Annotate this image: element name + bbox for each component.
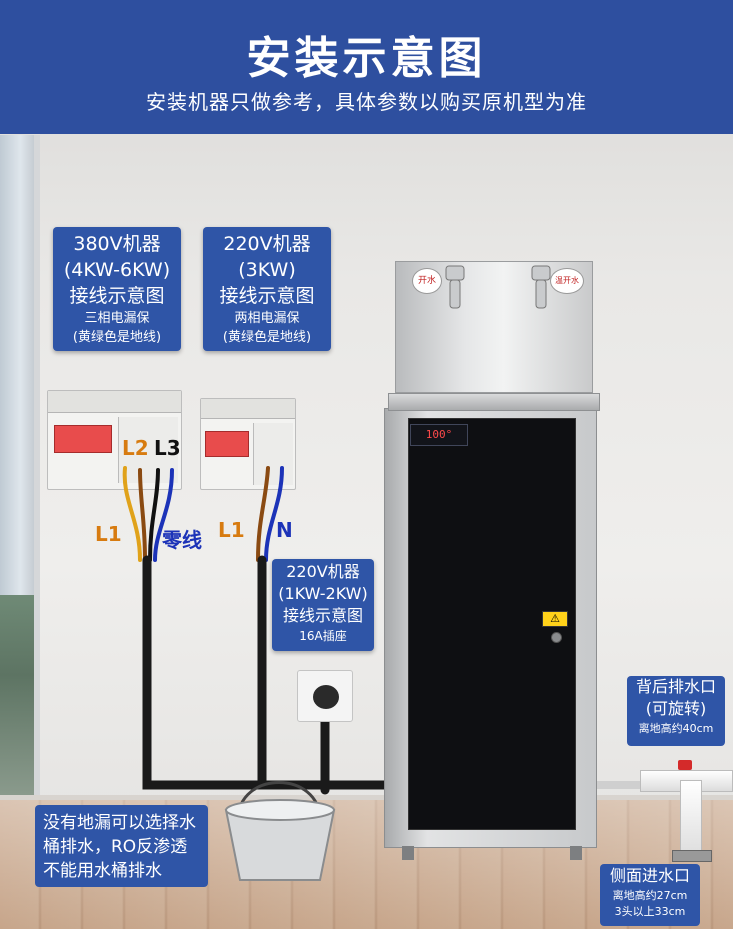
label-l2: L2: [122, 436, 149, 460]
breaker-2phase-switch: [205, 431, 249, 457]
wire-l1-380v: [122, 466, 142, 562]
panel-220v-3kw-line1: 220V机器: [223, 233, 311, 255]
breaker-2phase-module: [253, 423, 293, 485]
side-inlet-height2: 3头以上33cm: [614, 905, 686, 918]
breaker-3phase: [47, 390, 182, 490]
wall-socket: [297, 670, 353, 722]
page-subtitle: 安装机器只做参考，具体参数以购买原机型为准: [146, 90, 587, 114]
water-taps: [445, 265, 551, 309]
tap-left-icon: [445, 265, 465, 309]
side-inlet-title: 侧面进水口: [609, 866, 690, 885]
label-l1-220v: L1: [218, 518, 245, 542]
dispenser-drip-tray: [388, 393, 600, 411]
breaker-3phase-switch: [54, 425, 112, 453]
tap-right-icon: [531, 265, 551, 309]
panel-220v-3kw: 220V机器 (3KW) 接线示意图 两相电漏保 (黄绿色是地线): [203, 227, 331, 351]
socket-hole: [313, 685, 339, 709]
side-inlet-note: 侧面进水口 离地高约27cm 3头以上33cm: [600, 864, 700, 926]
window-view: [0, 595, 34, 795]
panel-220v-small-line2: (1KW-2KW): [278, 584, 368, 603]
window: [0, 135, 40, 815]
header-banner: 安装示意图 安装机器只做参考，具体参数以购买原机型为准: [0, 0, 733, 134]
dispenser-foot-right: [570, 846, 582, 860]
breaker-2phase-terminals: [201, 399, 295, 419]
tap-right-label: 温开水: [550, 268, 584, 294]
temperature-display: 100°: [410, 424, 468, 446]
back-drain-sub: (可旋转): [645, 699, 707, 718]
label-l3: L3: [154, 436, 181, 460]
breaker-3phase-terminals: [48, 391, 181, 413]
panel-380v-line1: 380V机器: [73, 233, 161, 255]
panel-220v-small-line3: 接线示意图: [282, 606, 363, 625]
back-drain-title: 背后排水口: [635, 677, 716, 696]
label-n: N: [276, 518, 293, 542]
breaker-3phase-module: [118, 417, 178, 483]
side-inlet-height1: 离地高约27cm: [612, 889, 688, 902]
bucket-drain-note: 没有地漏可以选择水桶排水，RO反渗透不能用水桶排水: [35, 805, 208, 887]
panel-380v-line2: (4KW-6KW): [63, 259, 171, 281]
cable-380v: [142, 555, 390, 790]
panel-220v-small-line4: 16A插座: [299, 629, 347, 643]
back-drain-note: 背后排水口 (可旋转) 离地高约40cm: [627, 676, 725, 746]
baseboard: [0, 795, 733, 803]
wire-l2-380v: [138, 468, 147, 562]
wire-l1-220v: [256, 466, 270, 562]
label-neutral: 零线: [162, 528, 202, 552]
bucket-icon: [224, 781, 336, 881]
panel-380v-line3: 接线示意图: [69, 285, 165, 307]
floor-drain: [672, 850, 712, 862]
panel-220v-3kw-line3: 接线示意图: [219, 285, 315, 307]
wire-l3-380v: [148, 468, 160, 562]
panel-220v-small-line1: 220V机器: [286, 562, 360, 581]
dispenser-foot-left: [402, 846, 414, 860]
panel-380v-line4: 三相电漏保: [84, 311, 150, 326]
panel-220v-3kw-line5: (黄绿色是地线): [222, 330, 312, 345]
valve-icon: [678, 760, 692, 770]
panel-380v-line5: (黄绿色是地线): [72, 330, 162, 345]
tap-left-label: 开水: [412, 268, 442, 294]
label-l1-380v: L1: [95, 522, 122, 546]
back-drain-height: 离地高约40cm: [638, 722, 714, 735]
page-title: 安装示意图: [246, 33, 487, 84]
panel-380v: 380V机器 (4KW-6KW) 接线示意图 三相电漏保 (黄绿色是地线): [53, 227, 181, 351]
panel-220v-3kw-line4: 两相电漏保: [234, 311, 300, 326]
side-inlet-pipe: [680, 780, 702, 860]
warning-sticker-icon: ⚠: [542, 611, 568, 627]
panel-220v-3kw-line2: (3KW): [238, 259, 296, 281]
wire-n-380v: [153, 468, 174, 562]
panel-220v-small: 220V机器 (1KW-2KW) 接线示意图 16A插座: [272, 559, 374, 651]
door-lock-icon: [551, 632, 562, 643]
wire-n-220v: [264, 466, 284, 562]
